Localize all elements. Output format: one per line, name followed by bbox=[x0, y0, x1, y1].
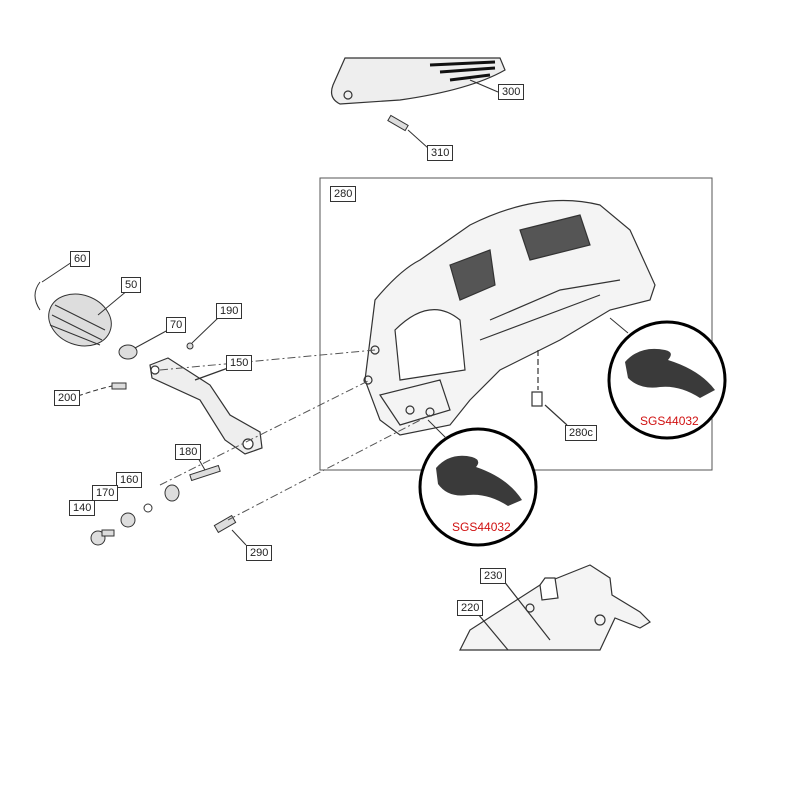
callout-190: 190 bbox=[216, 303, 243, 319]
part-60-clamp bbox=[34, 261, 73, 311]
highlight-circle-2 bbox=[418, 419, 538, 547]
callout-160: 160 bbox=[116, 472, 143, 488]
part-190-screw bbox=[186, 317, 219, 350]
part-300-skid-plate bbox=[330, 57, 506, 105]
callout-280c: 280c bbox=[565, 425, 597, 441]
highlight-circle-1 bbox=[607, 317, 727, 440]
part-sgs44032-shape bbox=[436, 455, 522, 506]
callout-290: 290 bbox=[246, 545, 273, 561]
callout-300: 300 bbox=[498, 84, 525, 100]
part-number-label: SGS44032 bbox=[452, 520, 511, 534]
callout-280: 280 bbox=[330, 186, 357, 202]
part-280-housing bbox=[363, 199, 656, 436]
callout-220: 220 bbox=[457, 600, 484, 616]
callout-230: 230 bbox=[480, 568, 507, 584]
axis-lines bbox=[159, 349, 431, 521]
callout-180: 180 bbox=[175, 444, 202, 460]
part-220-230-bracket bbox=[459, 564, 651, 651]
callout-170: 170 bbox=[92, 485, 119, 501]
callout-50: 50 bbox=[121, 277, 142, 293]
callout-140: 140 bbox=[69, 500, 96, 516]
part-50-boot bbox=[48, 289, 129, 347]
callout-310: 310 bbox=[427, 145, 454, 161]
part-180-bolt bbox=[189, 457, 221, 482]
part-150-link-arm bbox=[149, 357, 263, 455]
parts-140-160-170 bbox=[90, 484, 180, 546]
part-sgs44032-shape bbox=[625, 348, 715, 398]
part-70-nut bbox=[118, 329, 169, 360]
part-200-pin bbox=[77, 382, 127, 397]
part-number-label: SGS44032 bbox=[640, 414, 699, 428]
callout-200: 200 bbox=[54, 390, 81, 406]
callout-60: 60 bbox=[70, 251, 91, 267]
callout-150: 150 bbox=[226, 355, 253, 371]
part-310-bolt bbox=[387, 114, 429, 149]
part-290-stud bbox=[213, 514, 247, 546]
callout-70: 70 bbox=[166, 317, 187, 333]
